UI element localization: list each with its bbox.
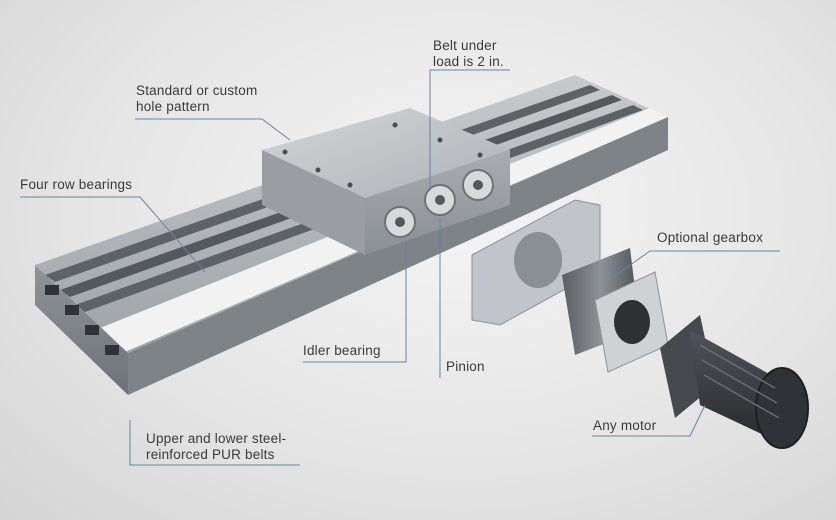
label-pur-belts: Upper and lower steel- reinforced PUR be… [146, 431, 287, 462]
leader-belt-under-load [429, 69, 510, 188]
profile-slot [45, 285, 59, 295]
gearbox-output [614, 300, 650, 344]
mounting-hole [282, 149, 288, 155]
profile-slot [65, 305, 79, 315]
profile-slot [105, 345, 119, 355]
label-optional-gearbox: Optional gearbox [657, 230, 764, 245]
leader-pur-belts [129, 420, 300, 466]
carriage-top [262, 108, 510, 198]
label-hole-pattern: Standard or custom hole pattern [136, 83, 258, 114]
rail-front-face [35, 265, 128, 395]
pinion-pulley-hub [435, 195, 445, 205]
motor [660, 315, 809, 449]
carriage-side [262, 150, 365, 255]
leader-four-row-bearings [20, 196, 206, 273]
adapter-plate [471, 199, 601, 326]
adapter-plate-bore [514, 232, 562, 288]
leader-idler-bearing [303, 240, 407, 363]
label-four-row-bearings: Four row bearings [20, 177, 133, 192]
leader-optional-gearbox [611, 250, 780, 279]
idler-pulley-hub [473, 180, 483, 190]
motor-fin [699, 344, 776, 389]
label-idler-bearing: Idler bearing [303, 343, 381, 358]
profile-slot [85, 325, 99, 335]
rail-side-face [128, 117, 668, 395]
label-belt-under-load: Belt under load is 2 in. [433, 38, 504, 69]
idler-pulley-hub [395, 217, 405, 227]
carriage [262, 108, 510, 255]
leader-lines [20, 69, 780, 466]
motor-fin [701, 359, 778, 404]
mounting-hole [315, 167, 321, 173]
label-any-motor: Any motor [593, 418, 657, 433]
mounting-hole [347, 182, 353, 188]
mounting-hole [392, 122, 398, 128]
leader-hole-pattern [135, 118, 291, 141]
mounting-hole [437, 137, 443, 143]
label-pinion: Pinion [446, 359, 485, 374]
motor-end-cap [755, 367, 809, 449]
motor-fin [703, 374, 780, 419]
leader-any-motor [592, 404, 706, 437]
gearbox [562, 248, 669, 373]
mounting-hole [477, 152, 483, 158]
